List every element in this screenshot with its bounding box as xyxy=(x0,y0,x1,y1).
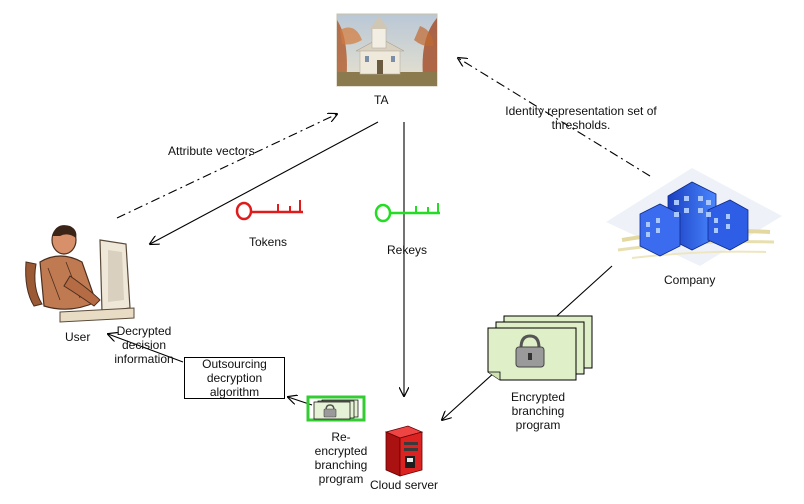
attribute-vectors-label: Attribute vectors xyxy=(168,144,255,158)
server-tower-icon xyxy=(384,425,424,477)
locked-document-stack-icon xyxy=(487,315,593,381)
company-label: Company xyxy=(664,273,716,287)
locked-document-stack-small-icon xyxy=(306,395,366,422)
rekeys-label: Rekeys xyxy=(387,243,428,257)
cloud-server-label: Cloud server xyxy=(370,478,439,492)
red-key-icon xyxy=(235,200,303,221)
ta-label: TA xyxy=(374,93,389,107)
tokens-label: Tokens xyxy=(249,235,288,249)
user-at-computer-icon xyxy=(25,225,135,323)
church-painting-icon xyxy=(336,13,438,87)
office-buildings-icon xyxy=(606,168,782,266)
algorithm-to-user-arrow xyxy=(108,334,184,363)
attribute-vectors-arrow xyxy=(116,114,337,219)
outsourcing-algorithm-box: Outsourcing decryption algorithm xyxy=(184,357,285,399)
encrypted-program-label: Encrypted branching program xyxy=(510,390,566,432)
user-label: User xyxy=(65,330,91,344)
identity-thresholds-label: Identity representation set of threshold… xyxy=(505,104,657,132)
tokens-arrow xyxy=(150,121,379,244)
green-key-icon xyxy=(374,203,440,223)
reencrypted-program-label: Re-encrypted branching program xyxy=(314,430,368,486)
decrypted-info-label: Decrypted decision information xyxy=(114,324,174,366)
